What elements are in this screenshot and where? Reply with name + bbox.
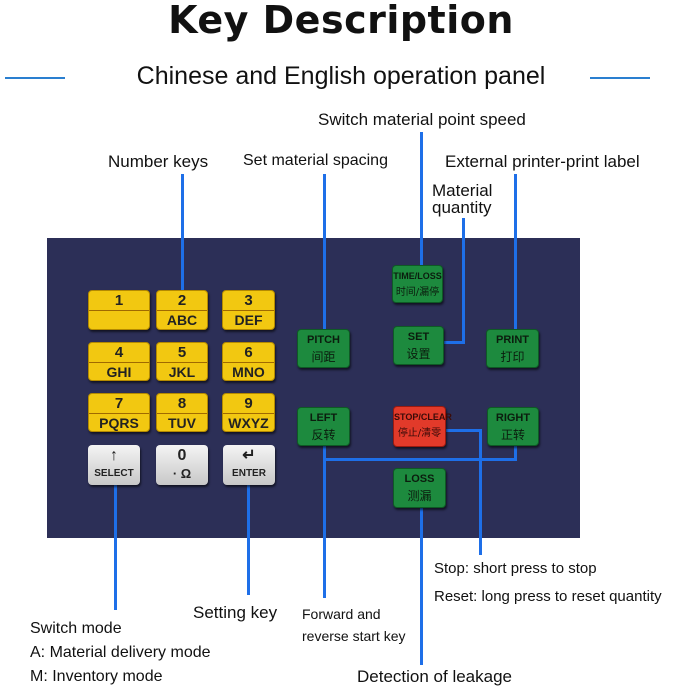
key-number: 7 <box>89 394 149 414</box>
label-forward-reverse: Forward and reverse start key <box>302 603 405 647</box>
key-letters: GHI <box>106 363 132 380</box>
left-key[interactable]: LEFT 反转 <box>297 407 350 446</box>
label-line: Switch mode <box>30 620 122 637</box>
label-line: reverse start key <box>302 628 406 644</box>
key-label-cn: 正转 <box>500 428 525 442</box>
key-label-cn: 间距 <box>311 350 336 364</box>
key-letters: ENTER <box>232 468 266 479</box>
time-loss-key[interactable]: TIME/LOSS 时间/漏停 <box>392 265 443 303</box>
connector-line <box>323 446 326 598</box>
label-external-printer: External printer-print label <box>445 152 640 171</box>
key-number: 4 <box>89 343 149 363</box>
key-letters: ABC <box>166 312 198 328</box>
key-label: LOSS <box>404 473 435 485</box>
enter-icon: ↵ <box>242 447 256 464</box>
key-letters: PQRS <box>99 414 139 431</box>
connector-line <box>462 218 465 344</box>
key-number: 5 <box>157 343 207 363</box>
label-line: M: Inventory mode <box>30 668 163 685</box>
key-label-cn: 停止/清零 <box>397 428 442 439</box>
connector-line <box>323 174 326 329</box>
set-key[interactable]: SET 设置 <box>393 326 444 365</box>
key-number: 3 <box>223 291 274 311</box>
label-line: Material <box>432 181 493 200</box>
loss-key[interactable]: LOSS 测漏 <box>393 468 446 508</box>
connector-line <box>114 485 117 610</box>
pitch-key[interactable]: PITCH 间距 <box>297 329 350 368</box>
connector-line <box>514 446 517 460</box>
label-number-keys: Number keys <box>108 152 209 171</box>
key-label-cn: 设置 <box>406 347 431 361</box>
label-reset: Reset: long press to reset quantity <box>434 588 662 605</box>
connector-line <box>514 174 517 329</box>
key-number: 0 <box>177 447 187 464</box>
subtitle: Chinese and English operation panel <box>136 62 546 90</box>
operation-panel <box>47 238 580 538</box>
key-0[interactable]: 0 · Ω <box>156 445 208 485</box>
connector-line <box>181 174 184 290</box>
label-line: quantity <box>432 198 492 217</box>
label-line: A: Material delivery mode <box>30 644 211 661</box>
key-letters: DEF <box>234 312 263 328</box>
key-letters: · Ω <box>172 466 192 481</box>
stop-clear-key[interactable]: STOP/CLEAR 停止/清零 <box>393 406 452 447</box>
key-number: 2 <box>157 291 207 311</box>
right-key[interactable]: RIGHT 正转 <box>487 407 539 446</box>
label-switch-speed: Switch material point speed <box>318 110 526 129</box>
connector-line <box>479 429 482 555</box>
key-label-cn: 时间/漏停 <box>395 287 440 298</box>
connector-line <box>420 132 423 265</box>
key-number: 8 <box>157 394 207 414</box>
label-setting-key: Setting key <box>193 603 278 622</box>
key-label: PRINT <box>496 334 529 346</box>
label-set-spacing: Set material spacing <box>243 152 388 169</box>
key-label: RIGHT <box>495 412 531 424</box>
key-1[interactable]: 1 <box>88 290 150 330</box>
key-letters: TUV <box>168 414 196 431</box>
divider-left <box>5 77 65 79</box>
key-letters: JKL <box>168 363 196 380</box>
connector-line <box>323 458 517 461</box>
divider-right <box>590 77 650 79</box>
key-label-cn: 反转 <box>311 428 336 442</box>
select-key[interactable]: ↑ SELECT <box>88 445 140 485</box>
label-line: Forward and <box>302 606 381 622</box>
label-switch-mode: Switch mode A: Material delivery mode M:… <box>30 617 211 688</box>
key-label-cn: 测漏 <box>407 489 432 503</box>
key-label: SET <box>407 331 430 343</box>
key-number: 9 <box>223 394 274 414</box>
key-label-cn: 打印 <box>500 350 525 364</box>
connector-line <box>444 341 465 344</box>
key-label: TIME/LOSS <box>393 271 442 281</box>
key-label: STOP/CLEAR <box>394 412 452 422</box>
arrow-up-icon: ↑ <box>110 447 118 464</box>
key-label: PITCH <box>307 334 340 346</box>
key-number: 6 <box>223 343 274 363</box>
connector-line <box>247 485 250 595</box>
key-letters: WXYZ <box>228 414 269 431</box>
label-stop: Stop: short press to stop <box>434 560 597 577</box>
key-label: LEFT <box>309 412 338 424</box>
key-number: 1 <box>89 291 149 311</box>
title: Key Description <box>168 0 514 42</box>
label-detection: Detection of leakage <box>357 667 512 686</box>
key-letters: MNO <box>232 363 265 380</box>
print-key[interactable]: PRINT 打印 <box>486 329 539 368</box>
label-material-quantity: Material quantity <box>432 182 492 216</box>
enter-key[interactable]: ↵ ENTER <box>223 445 275 485</box>
key-letters: SELECT <box>94 468 134 479</box>
connector-line <box>420 508 423 665</box>
connector-line <box>446 429 481 432</box>
